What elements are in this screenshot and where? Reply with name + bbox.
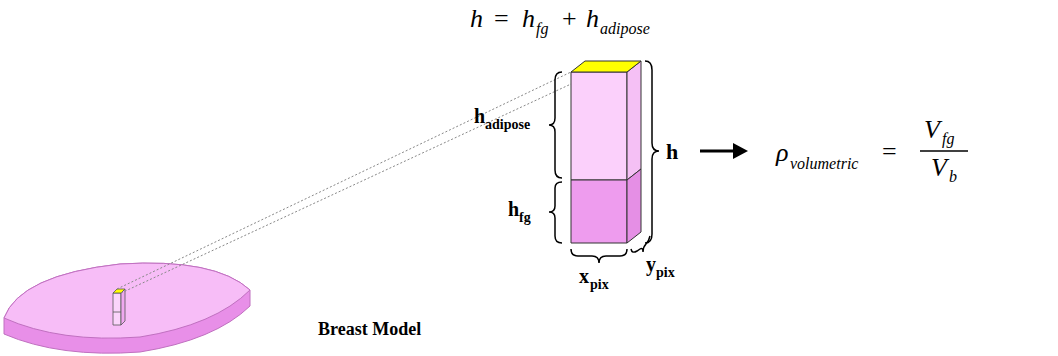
dimension-label: y bbox=[646, 254, 656, 274]
formula-symbol: V bbox=[931, 155, 947, 181]
formula-symbol: V bbox=[924, 117, 940, 143]
brace bbox=[549, 61, 659, 263]
dimension-subscript: fg bbox=[519, 211, 531, 225]
formula-symbol: h bbox=[470, 6, 483, 32]
formula-operator: + bbox=[562, 6, 577, 32]
dimension-label: h bbox=[666, 141, 678, 163]
formula-operator: = bbox=[494, 6, 509, 32]
formula-subscript: volumetric bbox=[790, 156, 858, 172]
projection-line bbox=[121, 84, 571, 293]
dimension-label: h bbox=[508, 199, 519, 219]
formula-subscript: b bbox=[949, 169, 957, 185]
formula-symbol: h bbox=[522, 6, 535, 32]
dimension-label: h bbox=[474, 106, 485, 126]
dimension-subscript: pix bbox=[590, 278, 609, 292]
formula-subscript: fg bbox=[536, 21, 548, 37]
dimension-subscript: adipose bbox=[485, 118, 530, 132]
formula-operator: = bbox=[882, 139, 897, 165]
breast-model-top bbox=[4, 263, 250, 338]
arrow-shaft bbox=[700, 150, 735, 153]
projection-line bbox=[117, 72, 571, 289]
large-prism bbox=[571, 61, 641, 243]
dimension-subscript: pix bbox=[656, 266, 675, 280]
formula-symbol: h bbox=[586, 6, 599, 32]
fraction-bar bbox=[920, 150, 968, 151]
formula-subscript: fg bbox=[942, 131, 954, 147]
arrow-head bbox=[733, 143, 748, 159]
small-prism bbox=[113, 289, 125, 325]
breast-model-side bbox=[4, 263, 250, 353]
formula-subscript: adipose bbox=[600, 21, 650, 37]
dimension-label: x bbox=[579, 266, 589, 286]
formula-symbol: ρ bbox=[776, 140, 788, 166]
caption-label: Breast Model bbox=[318, 320, 421, 338]
